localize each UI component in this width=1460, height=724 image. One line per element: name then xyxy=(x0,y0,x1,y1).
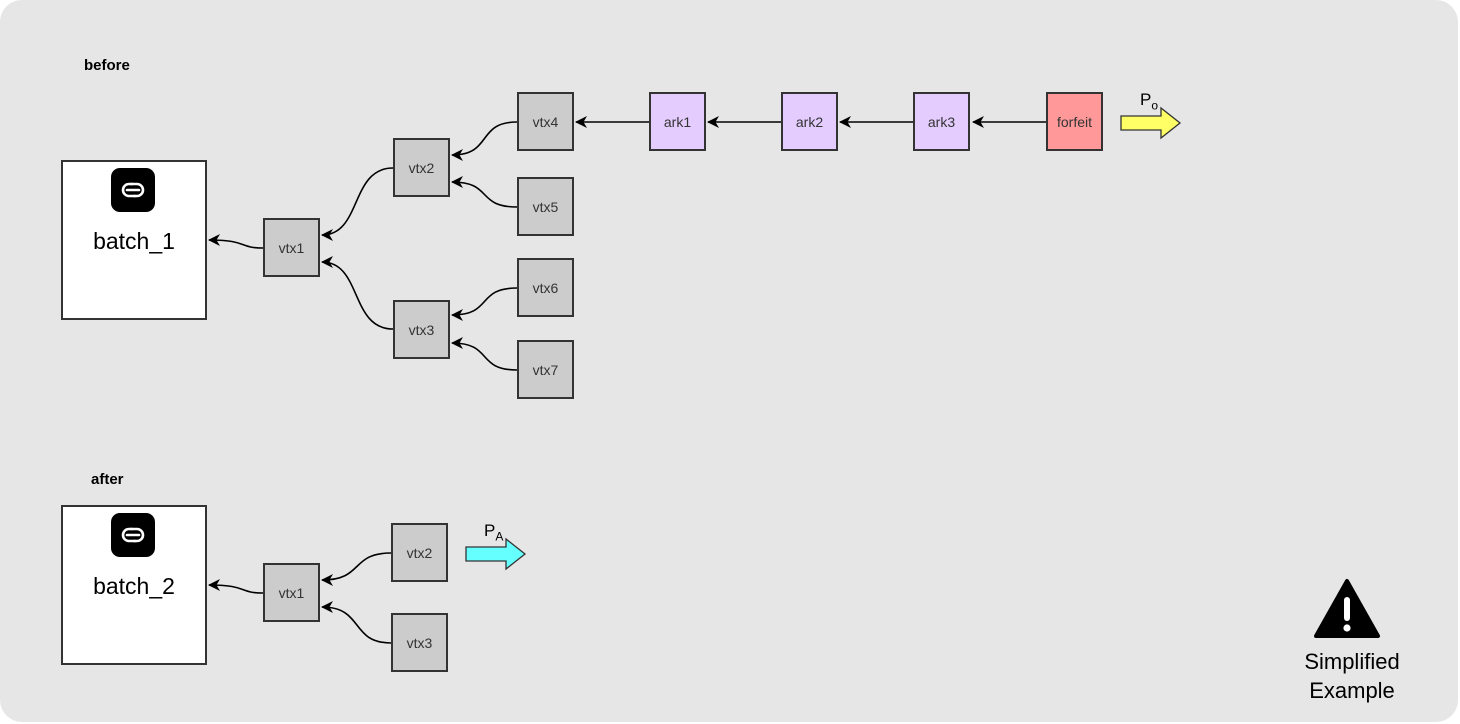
vtx-node: vtx2 xyxy=(393,138,450,197)
batch-label: batch_2 xyxy=(93,573,175,599)
edge-vtx1-batch2 xyxy=(208,579,264,594)
warning-triangle-icon xyxy=(1314,579,1380,638)
output-label-pa: PA xyxy=(484,521,504,544)
vtx-node: vtx5 xyxy=(517,177,574,236)
forfeit-node: forfeit xyxy=(1046,92,1103,151)
edge-vtx6-vtx3 xyxy=(451,287,518,321)
edge-vtx3-vtx1 xyxy=(321,256,394,330)
vtx-node: vtx7 xyxy=(517,340,574,399)
ark-node: ark2 xyxy=(781,92,838,151)
edge-vtx5-vtx2 xyxy=(451,176,518,208)
edge-vtx2-vtx1-after xyxy=(321,552,392,586)
vtx-node: vtx1 xyxy=(263,218,320,277)
warning-line-2: Example xyxy=(1309,678,1395,703)
vtx-node: vtx6 xyxy=(517,258,574,317)
edge-vtx7-vtx3 xyxy=(451,337,518,371)
batch-node: batch_1 xyxy=(61,160,207,320)
edge-vtx1-batch1 xyxy=(208,234,264,249)
simplified-example-note: Simplified Example xyxy=(1290,578,1414,705)
vtx-node: vtx2 xyxy=(391,523,448,582)
edge-vtx4-vtx2 xyxy=(451,121,518,161)
chain-link-icon xyxy=(111,168,155,212)
edge-vtx3-vtx1-after xyxy=(321,601,392,644)
section-label-before: before xyxy=(84,57,130,74)
output-label-po: Po xyxy=(1140,90,1159,113)
batch-label: batch_1 xyxy=(93,228,175,254)
batch-node: batch_2 xyxy=(61,505,207,665)
output-arrow-po xyxy=(1120,106,1182,140)
vtx-node: vtx3 xyxy=(393,300,450,359)
vtx-node: vtx4 xyxy=(517,92,574,151)
section-label-after: after xyxy=(91,471,124,488)
edge-vtx2-vtx1 xyxy=(321,167,394,241)
vtx-node: vtx3 xyxy=(391,613,448,672)
vtx-node: vtx1 xyxy=(263,563,320,622)
ark-node: ark1 xyxy=(649,92,706,151)
chain-link-icon xyxy=(111,513,155,557)
warning-line-1: Simplified xyxy=(1304,649,1400,674)
ark-node: ark3 xyxy=(913,92,970,151)
output-arrow-pa xyxy=(465,537,527,571)
